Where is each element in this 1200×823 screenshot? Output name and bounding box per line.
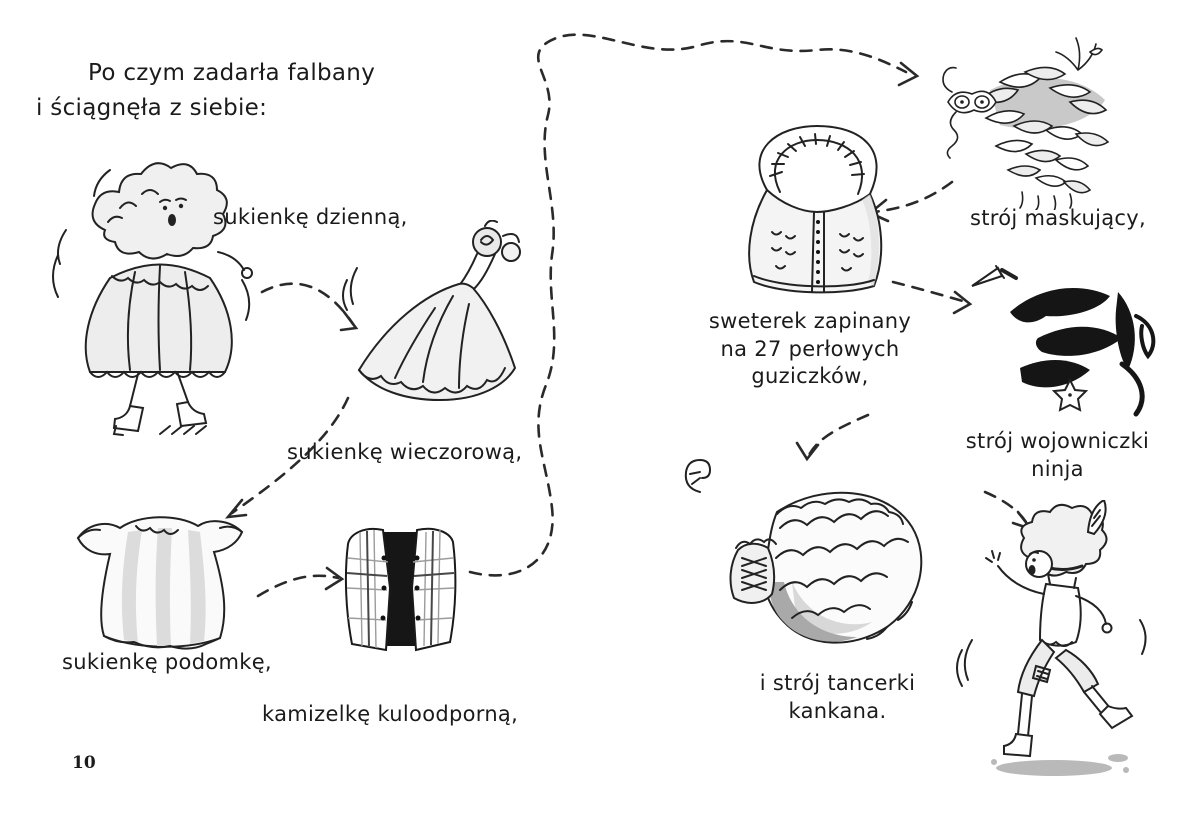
label-ninja-line-2: ninja [1031, 456, 1084, 481]
path-house-dress-to-vest [256, 574, 340, 598]
label-sweater-line-1: sweterek zapinany [708, 309, 912, 333]
shuriken-icon [1051, 377, 1089, 412]
illustration-camouflage-outfit [930, 30, 1120, 210]
dagger-icon [971, 265, 1018, 287]
illustration-evening-dress [335, 220, 540, 420]
illustration-ninja-outfit [950, 252, 1165, 432]
illustration-house-dress [58, 498, 263, 658]
illustration-cancan-dress [672, 432, 942, 672]
arrowhead [897, 61, 920, 87]
ink-splat [991, 754, 1129, 776]
illustration-sweater [722, 120, 912, 305]
label-cancan-line-1: i strój tancerki [759, 671, 916, 695]
intro-line-2: i ściągnęła z siebie: [36, 94, 268, 121]
page-number: 10 [72, 753, 96, 773]
label-sweater: sweterek zapinany na 27 perłowych guzicz… [695, 308, 925, 391]
label-sweater-line-2: na 27 perłowych [720, 336, 900, 361]
label-cancan-line-2: kankana. [788, 698, 887, 723]
intro-line-1: Po czym zadarła falbany [88, 60, 376, 86]
label-ninja: strój wojowniczki ninja [955, 428, 1160, 483]
label-house-dress: sukienkę podomkę, [62, 650, 272, 674]
label-ninja-line-1: strój wojowniczki [965, 429, 1150, 453]
intro-text: Po czym zadarła falbany i ściągnęła z si… [36, 56, 375, 125]
label-sweater-line-3: guziczków, [751, 364, 869, 389]
label-camouflage: strój maskujący, [970, 206, 1146, 230]
label-evening-dress: sukienkę wieczorową, [287, 440, 523, 464]
illustration-running-grandma [942, 500, 1167, 790]
label-bulletproof-vest: kamizelkę kuloodporną, [262, 702, 519, 726]
label-day-dress: sukienkę dzienną, [213, 205, 408, 229]
illustration-bulletproof-vest [338, 518, 463, 668]
corset [729, 538, 777, 604]
feather-icon [684, 458, 712, 493]
label-cancan: i strój tancerki kankana. [740, 670, 935, 725]
illustration-grandma-undressing [50, 160, 265, 440]
mask-icon [942, 66, 997, 159]
